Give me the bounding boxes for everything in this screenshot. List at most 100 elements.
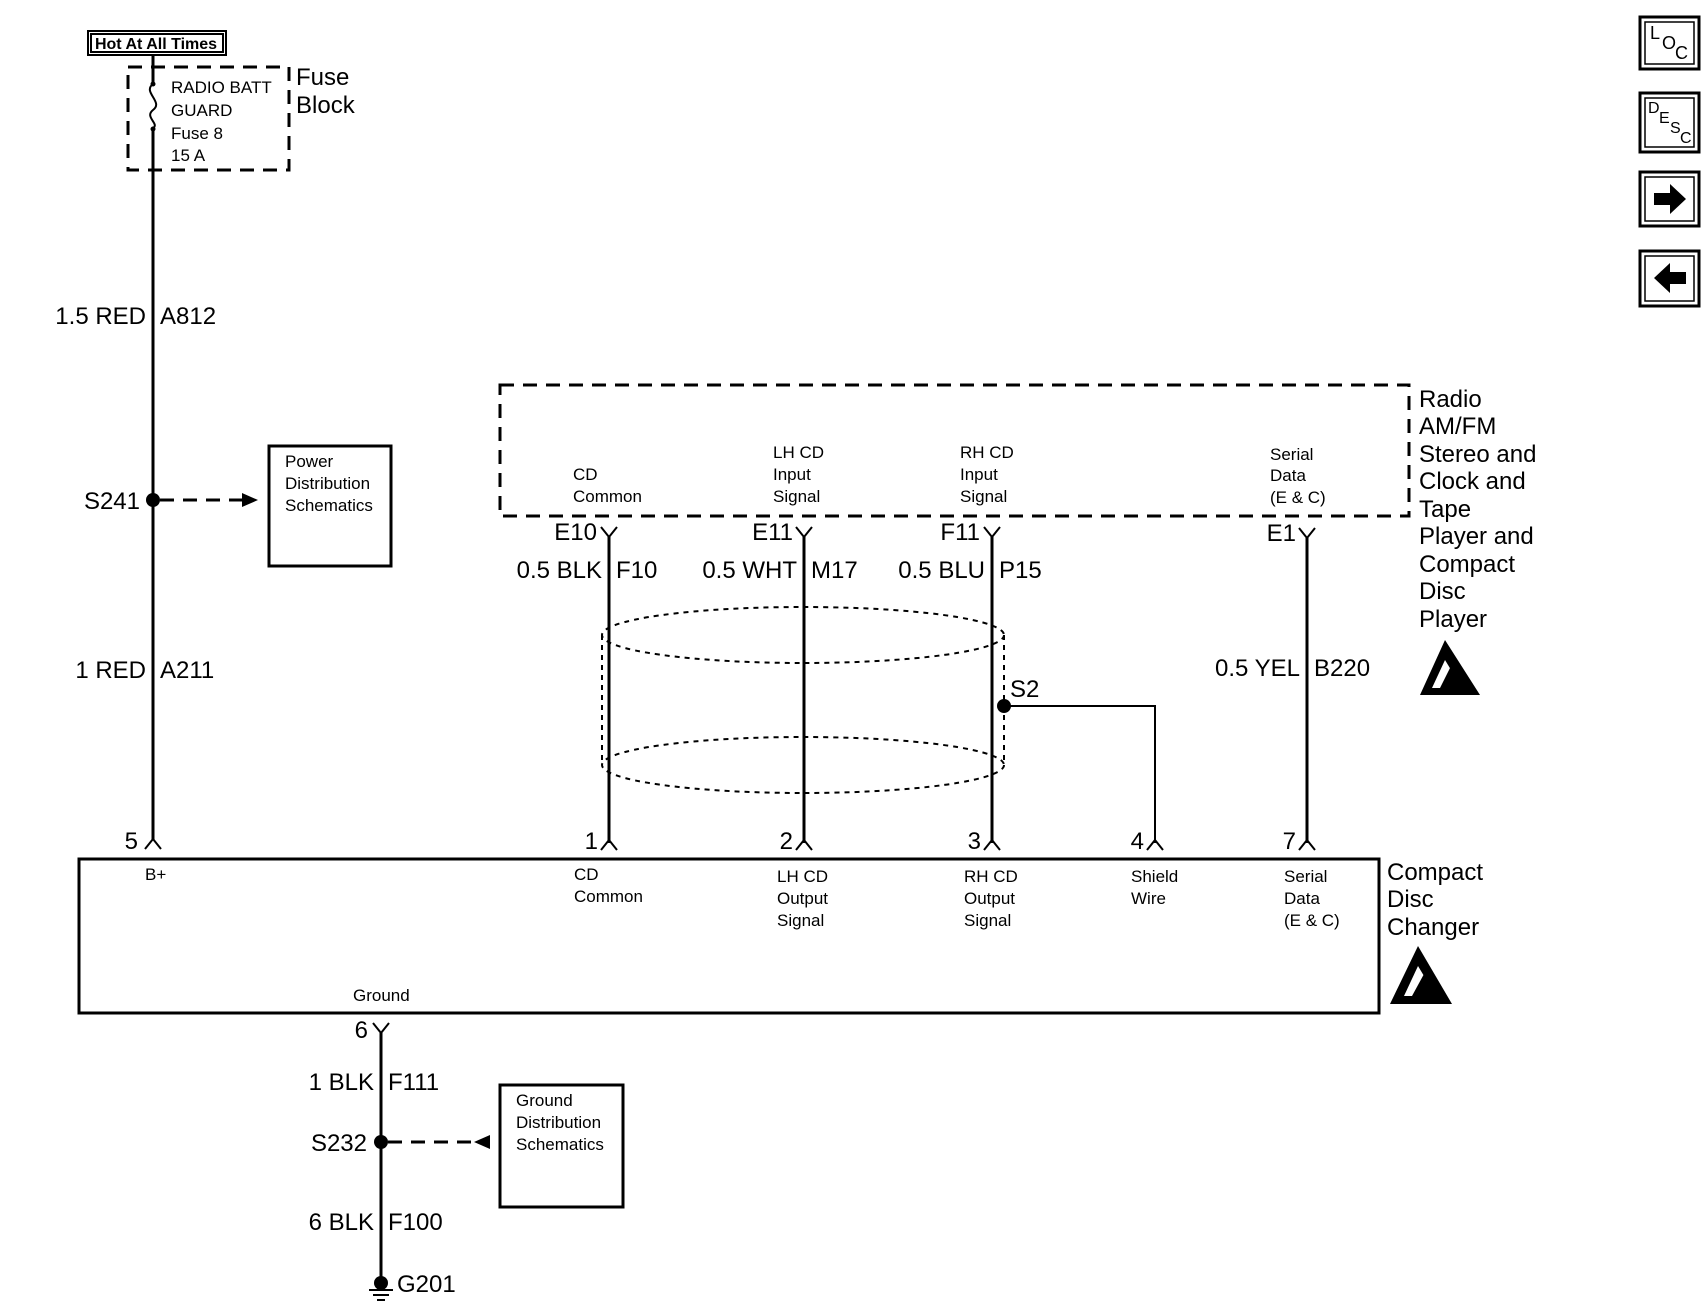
fuse-block-outline [126, 65, 291, 172]
connector-e10: E10 [554, 519, 597, 546]
cd-changer-module: Compact Disc Changer B+ CD Common LH CD … [77, 857, 1483, 1015]
fuse-block-title-line2: Block [296, 92, 356, 119]
changer-pin-7-line3: (E & C) [1284, 911, 1340, 930]
ground-symbol-icon [369, 1276, 393, 1301]
changer-pin-7-line1: Serial [1284, 867, 1327, 886]
radio-pin-serial-line2: Data [1270, 466, 1306, 485]
changer-pin-5-label: B+ [145, 865, 166, 884]
changer-pin-2-num: 2 [780, 828, 793, 855]
radio-name-line: Clock and [1419, 468, 1526, 495]
splice-s241-label: S241 [84, 488, 140, 515]
power-distribution-box[interactable]: Power Distribution Schematics [267, 444, 393, 568]
wire-p15-gauge: 0.5 BLU [898, 557, 985, 584]
radio-name: Radio AM/FM Stereo and Clock and Tape Pl… [1419, 386, 1536, 633]
radio-name-line: Disc [1419, 578, 1466, 605]
fuse-name-line2: GUARD [171, 101, 232, 120]
splice-s241 [146, 493, 160, 507]
forward-arrow-icon [1654, 184, 1686, 214]
loc-letter-o: O [1662, 33, 1676, 53]
desc-letter-d: D [1648, 100, 1660, 117]
changer-pin-4-line1: Shield [1131, 867, 1178, 886]
changer-pin-1-line2: Common [574, 887, 643, 906]
wire-f111-gauge: 1 BLK [309, 1069, 374, 1096]
ground-g201-label: G201 [397, 1271, 456, 1298]
radio-name-line: Player and [1419, 523, 1534, 550]
terminal-1-icon [600, 838, 618, 851]
cd-changer-name-line: Changer [1387, 914, 1479, 941]
changer-pin-2-line2: Output [777, 889, 828, 908]
desc-letter-e: E [1659, 110, 1670, 127]
cd-changer-name-line: Disc [1387, 886, 1434, 913]
wire-p15-circuit: P15 [999, 557, 1042, 584]
back-arrow-icon [1654, 263, 1686, 293]
wire-a812-circuit: A812 [160, 303, 216, 330]
ground-dist-line2: Distribution [516, 1113, 601, 1132]
radio-module-outline [498, 383, 1411, 518]
wire-a211-circuit: A211 [160, 657, 214, 684]
changer-pin-3-line1: RH CD [964, 867, 1018, 886]
radio-pin-cd-common-line1: CD [573, 465, 598, 484]
changer-pin-3-line3: Signal [964, 911, 1011, 930]
splice-s2-label: S2 [1010, 676, 1039, 703]
ground-dist-line3: Schematics [516, 1135, 604, 1154]
shield-drain-wire [1004, 705, 1156, 843]
power-dist-arrow-icon [242, 493, 258, 507]
radio-name-line: Compact [1419, 551, 1515, 578]
radio-pin-cd-common-line2: Common [573, 487, 642, 506]
fuse-block: Fuse Block RADIO BATT GUARD Fuse 8 15 A [126, 64, 356, 172]
ground-distribution-box[interactable]: Ground Distribution Schematics [498, 1083, 625, 1209]
wire-b220-circuit: B220 [1314, 655, 1370, 682]
wire-f10-circuit: F10 [616, 557, 657, 584]
radio-pin-serial-line1: Serial [1270, 445, 1313, 464]
radio-module: Radio AM/FM Stereo and Clock and Tape Pl… [498, 383, 1536, 695]
power-dist-line1: Power [285, 452, 334, 471]
desc-button[interactable]: D E S C [1638, 91, 1701, 154]
changer-pin-2-line1: LH CD [777, 867, 828, 886]
power-dist-line2: Distribution [285, 474, 370, 493]
wire-f10-gauge: 0.5 BLK [517, 557, 602, 584]
cd-changer-outline [77, 857, 1381, 1015]
loc-letter-c: C [1675, 43, 1688, 63]
terminal-4-icon [1146, 838, 1164, 851]
connector-f11: F11 [940, 519, 980, 546]
radio-name-line: AM/FM [1419, 413, 1496, 440]
changer-pin-6-num: 6 [355, 1017, 368, 1044]
radio-pin-rh-input-line2: Input [960, 465, 998, 484]
changer-pin-1-line1: CD [574, 865, 599, 884]
esd-warning-icon [1390, 946, 1452, 1004]
changer-pin-1-num: 1 [585, 828, 598, 855]
wire-a211-gauge: 1 RED [75, 657, 146, 684]
radio-pin-rh-input-line3: Signal [960, 487, 1007, 506]
connector-e11: E11 [752, 519, 793, 546]
wire-f100-gauge: 6 BLK [309, 1209, 374, 1236]
wire-m17-circuit: M17 [811, 557, 858, 584]
radio-name-line: Tape [1419, 496, 1471, 523]
desc-letter-s: S [1670, 120, 1681, 137]
splice-s232-label: S232 [311, 1130, 367, 1157]
wire-b220-gauge: 0.5 YEL [1215, 655, 1300, 682]
radio-pin-lh-input-line1: LH CD [773, 443, 824, 462]
radio-name-line: Stereo and [1419, 441, 1536, 468]
changer-pin-7-line2: Data [1284, 889, 1320, 908]
changer-terminals [144, 837, 1316, 851]
changer-pin-6-label: Ground [353, 986, 410, 1005]
terminal-2-icon [795, 838, 813, 851]
hot-at-all-times-label: Hot At All Times [95, 36, 217, 53]
loc-button[interactable]: L O C [1638, 15, 1701, 71]
radio-pin-rh-input-line1: RH CD [960, 443, 1014, 462]
wire-f100-circuit: F100 [388, 1209, 443, 1236]
esd-warning-icon [1420, 640, 1480, 695]
radio-name-line: Player [1419, 606, 1487, 633]
back-button[interactable] [1638, 249, 1701, 308]
connector-e1: E1 [1267, 520, 1296, 547]
changer-pin-7-num: 7 [1283, 828, 1296, 855]
fuse-number: Fuse 8 [171, 124, 223, 143]
fuse-icon [148, 83, 158, 129]
forward-button[interactable] [1638, 170, 1701, 228]
changer-pin-3-num: 3 [968, 828, 981, 855]
terminal-3-icon [983, 838, 1001, 851]
terminal-5-icon [144, 837, 162, 850]
loc-letter-l: L [1650, 23, 1660, 43]
fuse-rating: 15 A [171, 146, 206, 165]
